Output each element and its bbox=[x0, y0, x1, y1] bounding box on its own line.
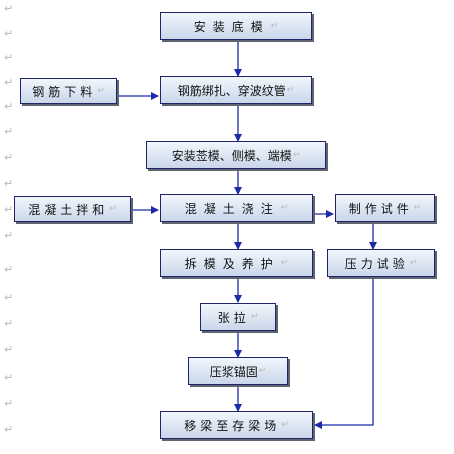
node-pouring: 混凝土浇注↵ bbox=[160, 194, 313, 222]
node-specimens-label: 制作试件 bbox=[348, 201, 413, 216]
node-pressure-test-label: 压力试验 bbox=[344, 256, 409, 271]
paragraph-mark: ↵ bbox=[292, 150, 301, 160]
paragraph-mark: ↵ bbox=[4, 2, 14, 15]
paragraph-mark: ↵ bbox=[409, 258, 418, 268]
node-formwork-label: 安装底模 bbox=[193, 19, 270, 34]
paragraph-mark: ↵ bbox=[4, 76, 14, 89]
node-curing: 拆模及养护↵ bbox=[160, 249, 313, 277]
paragraph-mark: ↵ bbox=[286, 85, 295, 95]
paragraph-mark: ↵ bbox=[281, 420, 289, 430]
paragraph-mark: ↵ bbox=[280, 203, 289, 213]
arrow-pressure-test-to-move bbox=[314, 277, 374, 429]
node-rebar-cut-label: 钢筋下料 bbox=[32, 84, 97, 99]
paragraph-mark: ↵ bbox=[4, 263, 14, 276]
node-move: 移梁至存梁场↵ bbox=[160, 411, 313, 439]
paragraph-mark: ↵ bbox=[4, 291, 14, 304]
node-curing-label: 拆模及养护 bbox=[184, 256, 280, 271]
node-specimens: 制作试件↵ bbox=[335, 194, 435, 222]
paragraph-mark: ↵ bbox=[280, 258, 289, 268]
paragraph-mark: ↵ bbox=[4, 397, 14, 410]
paragraph-mark: ↵ bbox=[4, 203, 14, 216]
paragraph-mark: ↵ bbox=[413, 203, 422, 213]
node-side-forms-label: 安装莶模、侧模、端模 bbox=[171, 148, 292, 163]
paragraph-mark: ↵ bbox=[4, 51, 14, 64]
node-mixing: 混凝土拌和↵ bbox=[14, 196, 131, 222]
paragraph-mark: ↵ bbox=[4, 177, 14, 190]
node-rebar-tie: 钢筋绑扎、穿波纹管↵ bbox=[160, 76, 312, 104]
node-grouting: 压浆锚固↵ bbox=[188, 357, 288, 385]
node-rebar-tie-label: 钢筋绑扎、穿波纹管 bbox=[177, 83, 286, 98]
node-formwork: 安装底模↵ bbox=[160, 12, 312, 40]
paragraph-mark: ↵ bbox=[4, 27, 14, 40]
paragraph-marks: ↵ ↵ ↵ ↵ ↵ ↵ ↵ ↵ ↵ ↵ ↵ ↵ ↵ ↵ ↵ ↵ ↵ bbox=[4, 0, 18, 454]
paragraph-mark: ↵ bbox=[4, 371, 14, 384]
node-move-label: 移梁至存梁场 bbox=[184, 418, 281, 433]
paragraph-mark: ↵ bbox=[4, 423, 14, 436]
node-rebar-cut: 钢筋下料↵ bbox=[20, 78, 117, 104]
paragraph-mark: ↵ bbox=[4, 151, 14, 164]
paragraph-mark: ↵ bbox=[97, 86, 105, 96]
paragraph-mark: ↵ bbox=[4, 100, 14, 113]
paragraph-mark: ↵ bbox=[250, 312, 259, 322]
node-mixing-label: 混凝土拌和 bbox=[28, 202, 109, 217]
node-tension-label: 张拉 bbox=[217, 310, 250, 325]
paragraph-mark: ↵ bbox=[270, 21, 279, 31]
node-pouring-label: 混凝土浇注 bbox=[184, 201, 280, 216]
paragraph-mark: ↵ bbox=[109, 204, 117, 214]
node-grouting-label: 压浆锚固 bbox=[209, 364, 258, 379]
node-tension: 张拉↵ bbox=[200, 303, 276, 331]
node-pressure-test: 压力试验↵ bbox=[327, 249, 435, 277]
paragraph-mark: ↵ bbox=[258, 366, 267, 376]
paragraph-mark: ↵ bbox=[4, 229, 14, 242]
node-side-forms: 安装莶模、侧模、端模↵ bbox=[146, 141, 326, 169]
paragraph-mark: ↵ bbox=[4, 343, 14, 356]
paragraph-mark: ↵ bbox=[4, 125, 14, 138]
paragraph-mark: ↵ bbox=[4, 317, 14, 330]
